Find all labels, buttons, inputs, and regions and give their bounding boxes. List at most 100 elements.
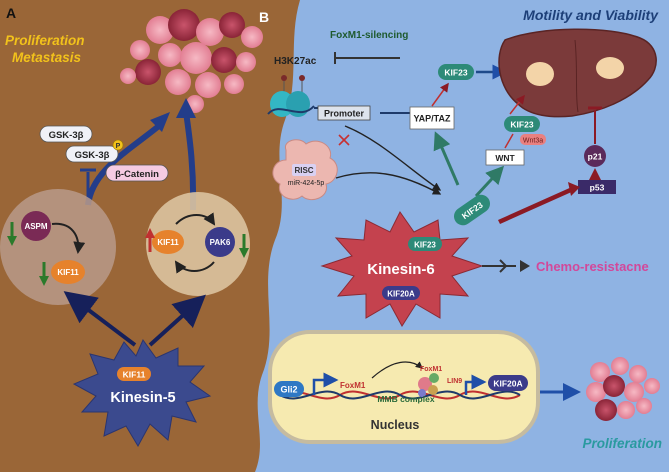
kinesin6-kif23-pill	[408, 237, 442, 251]
aspm-node	[21, 211, 51, 241]
arrow-beta-catenin-to-tumor	[85, 122, 162, 206]
aspm-down-arrowhead	[7, 236, 17, 246]
kif23-to-p53-arrowhead	[568, 182, 580, 196]
h3k27ac-label: H3K27ac	[274, 56, 317, 67]
kif11-left-label: KIF11	[57, 268, 79, 277]
pak6-down-arrowhead	[239, 248, 249, 258]
gli2-label: Gli2	[280, 385, 297, 395]
arrow-head-right	[176, 98, 196, 118]
kinesin5-to-pak6-arrow	[148, 294, 206, 347]
kinesin6-label: Kinesin-6	[367, 261, 435, 278]
kif11-down-arrowhead	[39, 276, 49, 286]
lin9-label: LIN9	[447, 378, 462, 385]
promoter-label: Promoter	[324, 109, 365, 119]
beta-catenin-label: β-Catenin	[115, 169, 159, 180]
p53-box	[578, 180, 616, 194]
kif23mid-to-liver-arrow	[509, 94, 525, 115]
risc-label: RISC	[294, 166, 313, 175]
kif20a-nucleus-pill	[488, 375, 528, 391]
kif23-top-pill	[438, 64, 474, 80]
foxm1-to-mmb-arrow	[371, 361, 423, 379]
pak6-label: PAK6	[210, 238, 231, 247]
kif23-to-wnt-arrow	[474, 165, 505, 198]
arrow-head-left	[150, 112, 170, 132]
beta-catenin-pill	[105, 164, 169, 182]
foxm1-silencing-label: FoxM1-silencing	[330, 30, 408, 41]
kinesin6-kif20a-label: KIF20A	[387, 290, 415, 299]
panel-a-letter: A	[6, 5, 16, 21]
aspm-label: ASPM	[24, 222, 47, 231]
p21-label: p21	[588, 152, 603, 162]
chemo-arrow-icon	[482, 259, 530, 273]
tumor-cluster-bottom	[586, 357, 660, 421]
nucleosome-icon	[267, 75, 350, 117]
kinesin6-kif20a-pill	[382, 286, 420, 300]
gli2-pill	[274, 381, 304, 397]
phosphate-circle	[112, 139, 124, 151]
gsk3b-label-2: GSK-3β	[75, 150, 110, 161]
mir-label: miR-424-5p	[288, 180, 325, 187]
kif11-right-node	[152, 230, 184, 254]
gsk3b-label-1: GSK-3β	[49, 130, 84, 141]
pak6-node	[205, 227, 235, 257]
gsk3b-pill-1	[39, 125, 93, 143]
wnt3a-label: Wnt3a	[523, 138, 543, 145]
risc-to-kif23-arrow	[335, 172, 442, 195]
phosphate-label: P	[116, 143, 121, 150]
wnt-box	[485, 149, 525, 166]
nucleus-shape	[268, 330, 540, 444]
promoter-to-kif23-arrow	[344, 125, 442, 191]
pak6-to-kif11-arrow	[174, 260, 215, 274]
kinesin6-kif23-label: KIF23	[414, 241, 436, 250]
promoter-box	[317, 105, 371, 121]
kif11-right-label: KIF11	[157, 238, 179, 247]
liver-icon	[498, 28, 657, 118]
kinesin5-label: Kinesin-5	[110, 390, 175, 406]
kinesin5-kif11-label: KIF11	[123, 370, 146, 380]
yap-taz-box	[409, 106, 455, 130]
kif23-to-p53-wedge	[498, 186, 576, 224]
kif23-mid-pill	[504, 116, 540, 132]
chemo-resistance-label: Chemo-resistacne	[536, 259, 649, 274]
kinesin5-kif11-badge	[117, 367, 151, 381]
panel-a-title-metastasis: Metastasis	[12, 50, 82, 65]
kif23-mid-label: KIF23	[510, 120, 533, 130]
risc-box	[292, 164, 316, 176]
kif23-top-label: KIF23	[444, 68, 467, 78]
gli2-promoter-arrow	[312, 372, 339, 395]
p21-node	[584, 145, 606, 167]
wnt-label: WNT	[495, 153, 515, 163]
gsk3b-pill-2	[65, 145, 119, 163]
tumor-cluster-top	[120, 9, 263, 113]
mmb-promoter-arrow	[464, 374, 487, 395]
mmb-complex-label: MMB complex	[377, 394, 434, 404]
kif11-to-pak6-arrow	[175, 212, 216, 226]
wnt-to-kif23mid-line	[504, 133, 514, 149]
aspm-circle	[0, 189, 116, 305]
panel-b-letter: B	[259, 9, 269, 25]
mmb-protein-icon	[418, 373, 439, 397]
kinesin5-to-aspm-arrow	[63, 291, 137, 347]
foxm1-gene-label: FoxM1	[340, 381, 366, 390]
nucleus-label: Nucleus	[371, 418, 420, 432]
yap-taz-label: YAP/TAZ	[413, 114, 451, 124]
kif23-center-pill: KIF23	[453, 194, 491, 226]
dna-helix-icon	[279, 390, 521, 400]
panel-b-title: Motility and Viability	[523, 7, 659, 23]
p53-label: p53	[590, 183, 605, 193]
panel-a-title-proliferation: Proliferation	[5, 33, 85, 48]
kinesin5-star	[72, 338, 212, 448]
kinesin6-star	[320, 211, 484, 327]
kif11-up-arrowhead	[145, 228, 155, 238]
aspm-to-kif11-arrow	[51, 222, 86, 254]
kif11-left-node	[51, 260, 85, 284]
yap-to-kif23-arrow	[431, 82, 449, 107]
foxm1-protein-label: FoxM1	[420, 366, 442, 373]
blocked-cross-icon	[338, 134, 350, 146]
kif23-to-yap-arrow	[433, 131, 460, 186]
proliferation-label: Proliferation	[582, 436, 662, 451]
kif20a-nucleus-label: KIF20A	[493, 379, 522, 389]
wnt3a-pill	[520, 134, 546, 145]
